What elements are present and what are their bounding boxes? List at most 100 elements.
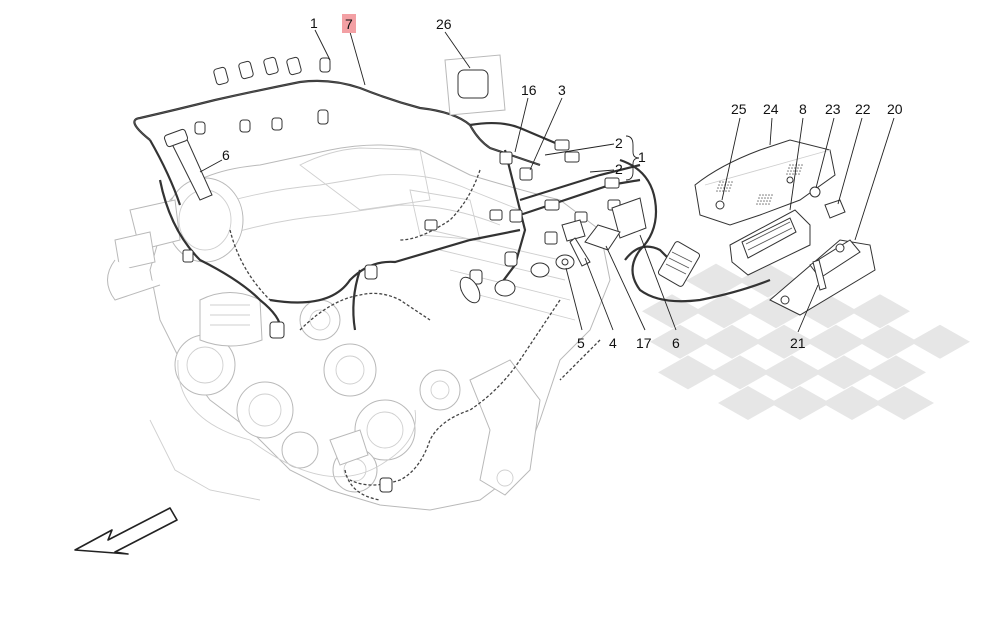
callout-1-right[interactable]: 1 xyxy=(638,149,646,165)
checker-tile xyxy=(822,386,882,420)
callout-labels: 1 7 26 16 3 6 2 2 1 25 24 8 23 22 20 5 4… xyxy=(222,15,903,351)
mesh-dot xyxy=(731,181,733,183)
mesh-dot xyxy=(721,184,723,186)
mesh-dot xyxy=(719,190,721,192)
nut-part-23[interactable] xyxy=(809,186,821,198)
mesh-dot xyxy=(727,184,729,186)
callout-23[interactable]: 23 xyxy=(825,101,841,117)
mesh-dot xyxy=(800,167,802,169)
mesh-dot xyxy=(768,203,770,205)
mesh-dot xyxy=(798,173,800,175)
checker-tile xyxy=(874,386,934,420)
clip-part-22[interactable] xyxy=(824,199,846,219)
mesh-dot xyxy=(763,200,765,202)
vent-mesh-icon xyxy=(716,164,803,205)
ignition-coil-left[interactable] xyxy=(163,128,213,201)
mesh-dot xyxy=(795,173,797,175)
screw-part-21[interactable] xyxy=(812,259,827,291)
callout-4[interactable]: 4 xyxy=(609,335,617,351)
mesh-dot xyxy=(758,197,760,199)
front-direction-arrow-icon xyxy=(74,507,178,555)
mesh-dot xyxy=(794,167,796,169)
mesh-dot xyxy=(757,200,759,202)
mesh-dot xyxy=(759,203,761,205)
highlight-box xyxy=(342,14,356,33)
checker-tile xyxy=(754,324,814,359)
mesh-dot xyxy=(789,164,791,166)
callout-2-upper[interactable]: 2 xyxy=(615,135,623,151)
callout-1-top[interactable]: 1 xyxy=(310,15,318,31)
mesh-dot xyxy=(768,194,770,196)
callout-8[interactable]: 8 xyxy=(799,101,807,117)
checker-tile xyxy=(686,263,746,298)
mesh-dot xyxy=(718,184,720,186)
callout-leader-lines xyxy=(199,29,895,333)
checker-tile xyxy=(642,294,702,329)
checker-tile xyxy=(806,324,866,359)
engine-block-illustration xyxy=(107,144,611,511)
mesh-dot xyxy=(799,170,801,172)
callout-3[interactable]: 3 xyxy=(558,82,566,98)
mesh-dot xyxy=(762,194,764,196)
mesh-dot xyxy=(790,170,792,172)
checker-tile xyxy=(850,294,910,329)
mesh-dot xyxy=(761,197,763,199)
mesh-dot xyxy=(787,170,789,172)
callout-24[interactable]: 24 xyxy=(763,101,779,117)
callout-6-right[interactable]: 6 xyxy=(672,335,680,351)
ecu-module-part-8[interactable] xyxy=(729,209,811,276)
checker-tile xyxy=(702,324,762,359)
mesh-dot xyxy=(792,173,794,175)
mesh-dot xyxy=(769,200,771,202)
callout-6-left[interactable]: 6 xyxy=(222,147,230,163)
callout-22[interactable]: 22 xyxy=(855,101,871,117)
mesh-dot xyxy=(767,197,769,199)
mesh-dot xyxy=(729,187,731,189)
sensor-part-5[interactable] xyxy=(555,254,575,270)
checker-tile xyxy=(770,386,830,420)
checker-tile xyxy=(658,355,718,390)
grommet-part-26[interactable] xyxy=(444,54,506,116)
callout-7-highlighted[interactable]: 7 xyxy=(345,16,353,32)
mesh-dot xyxy=(786,173,788,175)
mesh-dot xyxy=(719,181,721,183)
mesh-dot xyxy=(720,187,722,189)
mesh-dot xyxy=(759,194,761,196)
checker-tile xyxy=(910,324,970,359)
mesh-dot xyxy=(801,164,803,166)
checker-tile xyxy=(694,294,754,329)
ecu-bracket-assembly[interactable] xyxy=(694,139,836,226)
mesh-dot xyxy=(770,197,772,199)
mesh-dot xyxy=(716,190,718,192)
mesh-dot xyxy=(760,200,762,202)
callout-21[interactable]: 21 xyxy=(790,335,806,351)
callout-20[interactable]: 20 xyxy=(887,101,903,117)
checker-tile xyxy=(866,355,926,390)
callout-26[interactable]: 26 xyxy=(436,16,452,32)
callout-17[interactable]: 17 xyxy=(636,335,652,351)
mesh-dot xyxy=(771,194,773,196)
checker-tile xyxy=(650,324,710,359)
connector-part-6[interactable] xyxy=(657,241,701,288)
callout-5[interactable]: 5 xyxy=(577,335,585,351)
mesh-dot xyxy=(789,173,791,175)
mesh-dot xyxy=(722,190,724,192)
ignition-coil-right[interactable] xyxy=(584,197,647,251)
mesh-dot xyxy=(765,194,767,196)
mesh-dot xyxy=(788,167,790,169)
mesh-dot xyxy=(730,184,732,186)
mesh-dot xyxy=(717,187,719,189)
mesh-dot xyxy=(766,200,768,202)
mesh-dot xyxy=(796,170,798,172)
mesh-dot xyxy=(728,190,730,192)
checker-tile xyxy=(710,355,770,390)
callout-2-lower[interactable]: 2 xyxy=(615,161,623,177)
checker-tile xyxy=(762,355,822,390)
callout-25[interactable]: 25 xyxy=(731,101,747,117)
callout-16[interactable]: 16 xyxy=(521,82,537,98)
checker-tile xyxy=(718,386,778,420)
mesh-dot xyxy=(798,164,800,166)
mesh-dot xyxy=(726,187,728,189)
mesh-dot xyxy=(728,181,730,183)
